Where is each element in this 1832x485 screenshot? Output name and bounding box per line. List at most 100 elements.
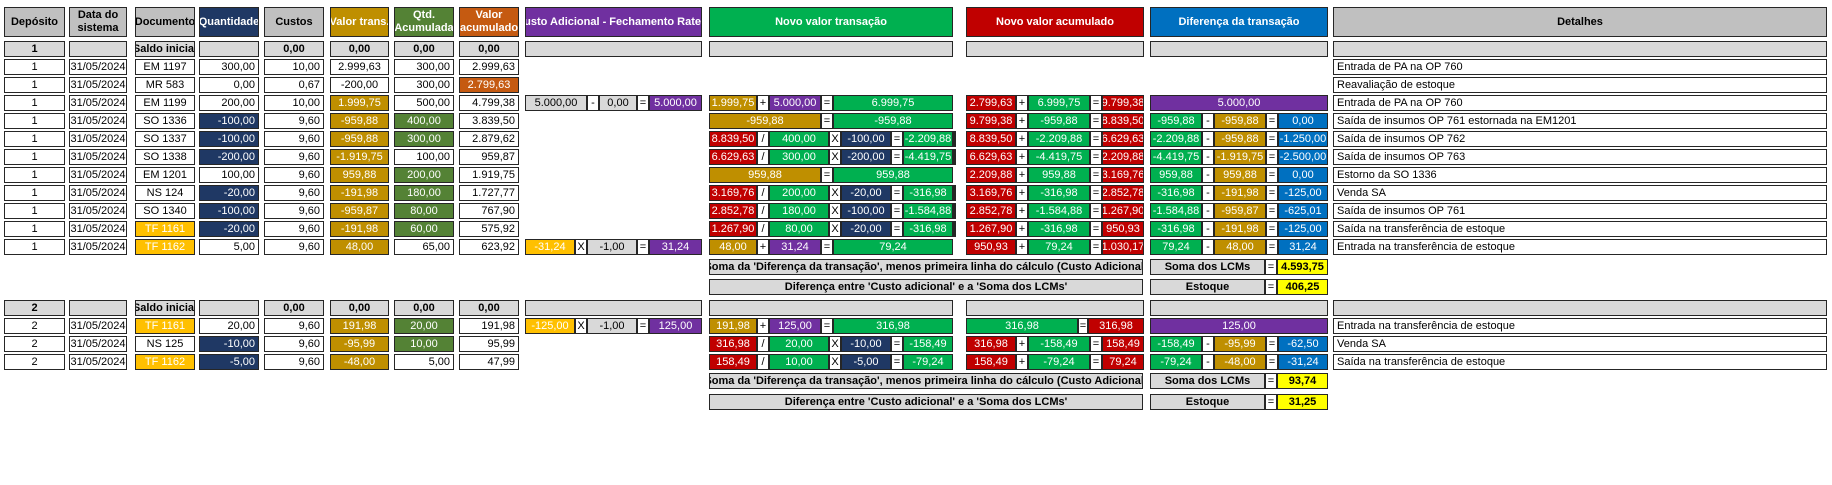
cell-custos[interactable]: 9,60 <box>264 149 324 165</box>
nva-segment[interactable]: = <box>1090 185 1102 201</box>
saldo-valor-acumulado[interactable]: 0,00 <box>459 41 519 57</box>
cell-valor-trans-colored[interactable]: -959,87 <box>330 203 389 219</box>
soma-lcms-eq[interactable]: = <box>1265 259 1277 275</box>
cell-data[interactable]: 31/05/2024 <box>69 167 127 183</box>
cell-deposito[interactable]: 1 <box>4 113 65 129</box>
nvt-segment[interactable]: 1.999,75 <box>709 95 757 111</box>
cell-documento[interactable]: TF 1161 <box>135 221 195 237</box>
cell-custos[interactable]: 9,60 <box>264 221 324 237</box>
cell-valor-acumulado[interactable]: 95,99 <box>459 336 519 352</box>
diferenca-merged[interactable]: 125,00 <box>1150 318 1328 334</box>
diferenca-segment[interactable]: 0,00 <box>1278 167 1328 183</box>
diferenca-segment[interactable]: -959,88 <box>1150 113 1202 129</box>
diferenca-segment[interactable]: 31,24 <box>1278 239 1328 255</box>
diferenca-segment[interactable]: = <box>1266 149 1278 165</box>
custo-adicional-segment[interactable]: = <box>637 95 649 111</box>
cell-valor-acumulado[interactable]: 575,92 <box>459 221 519 237</box>
nvt-segment[interactable]: -2.209,88 <box>903 131 953 147</box>
nva-segment[interactable]: 79,24 <box>1028 239 1090 255</box>
custo-adicional-segment[interactable]: X <box>575 239 587 255</box>
diferenca-segment[interactable]: = <box>1266 336 1278 352</box>
nvt-segment[interactable]: / <box>757 354 769 370</box>
nva-segment[interactable]: 1.267,90 <box>1102 203 1144 219</box>
nvt-segment[interactable]: 48,00 <box>709 239 757 255</box>
cell-qtd-acumulada-colored[interactable]: 200,00 <box>394 167 454 183</box>
diferenca-segment[interactable]: - <box>1202 185 1214 201</box>
nva-segment[interactable]: 6.629,63 <box>966 149 1016 165</box>
nva-segment[interactable]: 3.169,76 <box>966 185 1016 201</box>
nvt-result[interactable]: -1.584,88 <box>954 203 956 219</box>
diferenca-segment[interactable]: - <box>1202 354 1214 370</box>
nvt-segment[interactable]: 1.267,90 <box>709 221 757 237</box>
saldo-det[interactable] <box>1333 300 1827 316</box>
nvt-segment[interactable]: 300,00 <box>769 149 829 165</box>
cell-valor-acumulado[interactable]: 959,87 <box>459 149 519 165</box>
nva-segment[interactable]: + <box>1016 95 1028 111</box>
nva-segment[interactable]: 2.209,88 <box>1102 149 1144 165</box>
cell-custos[interactable]: 9,60 <box>264 203 324 219</box>
custo-adicional-segment[interactable]: -1,00 <box>587 318 637 334</box>
cell-valor-acumulado[interactable]: 1.727,77 <box>459 185 519 201</box>
cell-data[interactable]: 31/05/2024 <box>69 131 127 147</box>
cell-valor-trans-colored[interactable]: -1.919,75 <box>330 149 389 165</box>
cell-quantidade[interactable]: -20,00 <box>199 221 259 237</box>
nvt-segment[interactable]: + <box>757 239 769 255</box>
nvt-segment[interactable]: 5.000,00 <box>769 95 821 111</box>
cell-quantidade[interactable]: 5,00 <box>199 239 259 255</box>
custo-adicional-segment[interactable]: - <box>587 95 599 111</box>
cell-qtd-acumulada[interactable]: 300,00 <box>394 59 454 75</box>
soma-lcms-value[interactable]: 4.593,75 <box>1277 259 1328 275</box>
nva-segment[interactable]: 2.852,78 <box>966 203 1016 219</box>
diferenca-segment[interactable]: - <box>1202 336 1214 352</box>
nvt-segment[interactable]: 158,49 <box>709 354 757 370</box>
diferenca-segment[interactable]: -2.500,00 <box>1278 149 1328 165</box>
nva-segment[interactable]: = <box>1090 354 1102 370</box>
nvt-segment[interactable]: = <box>891 203 903 219</box>
nvt-segment[interactable]: 316,98 <box>709 336 757 352</box>
cell-qtd-acumulada[interactable]: 65,00 <box>394 239 454 255</box>
nva-segment[interactable]: 959,88 <box>1028 167 1090 183</box>
nva-segment[interactable]: 8.839,50 <box>1102 113 1144 129</box>
custo-adicional-segment[interactable]: 0,00 <box>599 95 637 111</box>
nva-segment[interactable]: = <box>1090 149 1102 165</box>
diferenca-merged[interactable]: 5.000,00 <box>1150 95 1328 111</box>
nvt-segment[interactable]: X <box>829 203 841 219</box>
cell-detalhes[interactable]: Estorno da SO 1336 <box>1333 167 1827 183</box>
saldo-nvt[interactable] <box>709 300 953 316</box>
cell-valor-trans-colored[interactable]: 1.999,75 <box>330 95 389 111</box>
nvt-segment[interactable]: + <box>757 95 769 111</box>
cell-detalhes[interactable]: Entrada de PA na OP 760 <box>1333 59 1827 75</box>
nva-segment[interactable]: 158,49 <box>1102 336 1144 352</box>
nva-segment[interactable]: 2.799,63 <box>966 95 1016 111</box>
nva-segment[interactable]: 9.799,38 <box>1102 95 1144 111</box>
nva-segment[interactable]: 950,93 <box>966 239 1016 255</box>
saldo-qtd-acumulada[interactable]: 0,00 <box>394 300 454 316</box>
diferenca-segment[interactable]: -316,98 <box>1150 221 1202 237</box>
nva-segment[interactable]: 1.030,17 <box>1102 239 1144 255</box>
cell-quantidade[interactable]: -100,00 <box>199 113 259 129</box>
saldo-ca[interactable] <box>525 41 702 57</box>
cell-detalhes[interactable]: Entrada na transferência de estoque <box>1333 239 1827 255</box>
diferenca-segment[interactable]: = <box>1266 167 1278 183</box>
nva-segment[interactable]: 8.839,50 <box>966 131 1016 147</box>
saldo-data[interactable] <box>69 300 127 316</box>
diferenca-segment[interactable]: -48,00 <box>1214 354 1266 370</box>
cell-data[interactable]: 31/05/2024 <box>69 77 127 93</box>
nvt-segment[interactable]: / <box>757 185 769 201</box>
nvt-segment[interactable]: -5,00 <box>841 354 891 370</box>
nva-segment[interactable]: 2.852,78 <box>1102 185 1144 201</box>
nva-segment[interactable]: + <box>1016 167 1028 183</box>
cell-detalhes[interactable]: Saída de insumos OP 763 <box>1333 149 1827 165</box>
cell-detalhes[interactable]: Reavaliação de estoque <box>1333 77 1827 93</box>
nva-segment[interactable]: = <box>1090 113 1102 129</box>
cell-quantidade[interactable]: 200,00 <box>199 95 259 111</box>
nvt-result[interactable]: -2.209,88 <box>954 131 956 147</box>
cell-documento[interactable]: MR 583 <box>135 77 195 93</box>
nvt-segment[interactable]: -316,98 <box>903 221 953 237</box>
cell-valor-acumulado[interactable]: 2.879,62 <box>459 131 519 147</box>
saldo-valor-trans[interactable]: 0,00 <box>330 300 389 316</box>
cell-documento[interactable]: EM 1201 <box>135 167 195 183</box>
cell-deposito[interactable]: 1 <box>4 77 65 93</box>
custo-adicional-segment[interactable]: -1,00 <box>587 239 637 255</box>
nva-segment[interactable]: -316,98 <box>1028 221 1090 237</box>
